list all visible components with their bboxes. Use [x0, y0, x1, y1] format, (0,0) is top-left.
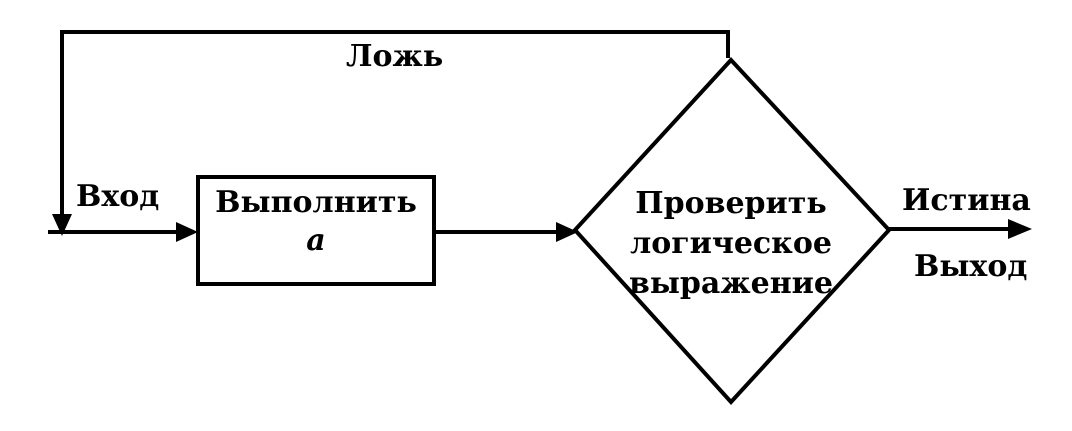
input-label: Вход [76, 179, 160, 214]
output-label: Выход [914, 249, 1028, 284]
decision-line-2: логическое [630, 226, 832, 261]
false-loop-line [60, 30, 730, 225]
true-branch-label: Истина [902, 183, 1031, 218]
decision-line-3: выражение [628, 266, 833, 301]
decision-line-1: Проверить [635, 186, 827, 221]
loop-arrowhead [52, 214, 72, 236]
false-branch-label: Ложь [346, 39, 444, 74]
process-line-1: Выполнить [215, 185, 417, 220]
process-box-text: Выполнить a [198, 188, 434, 256]
process-line-2: a [306, 223, 326, 258]
input-arrowhead [176, 222, 198, 242]
output-arrowhead [1008, 219, 1032, 239]
decision-text: Проверить логическое выражение [600, 184, 862, 304]
decision-diamond [572, 57, 892, 405]
connector-arrowhead [556, 222, 578, 242]
